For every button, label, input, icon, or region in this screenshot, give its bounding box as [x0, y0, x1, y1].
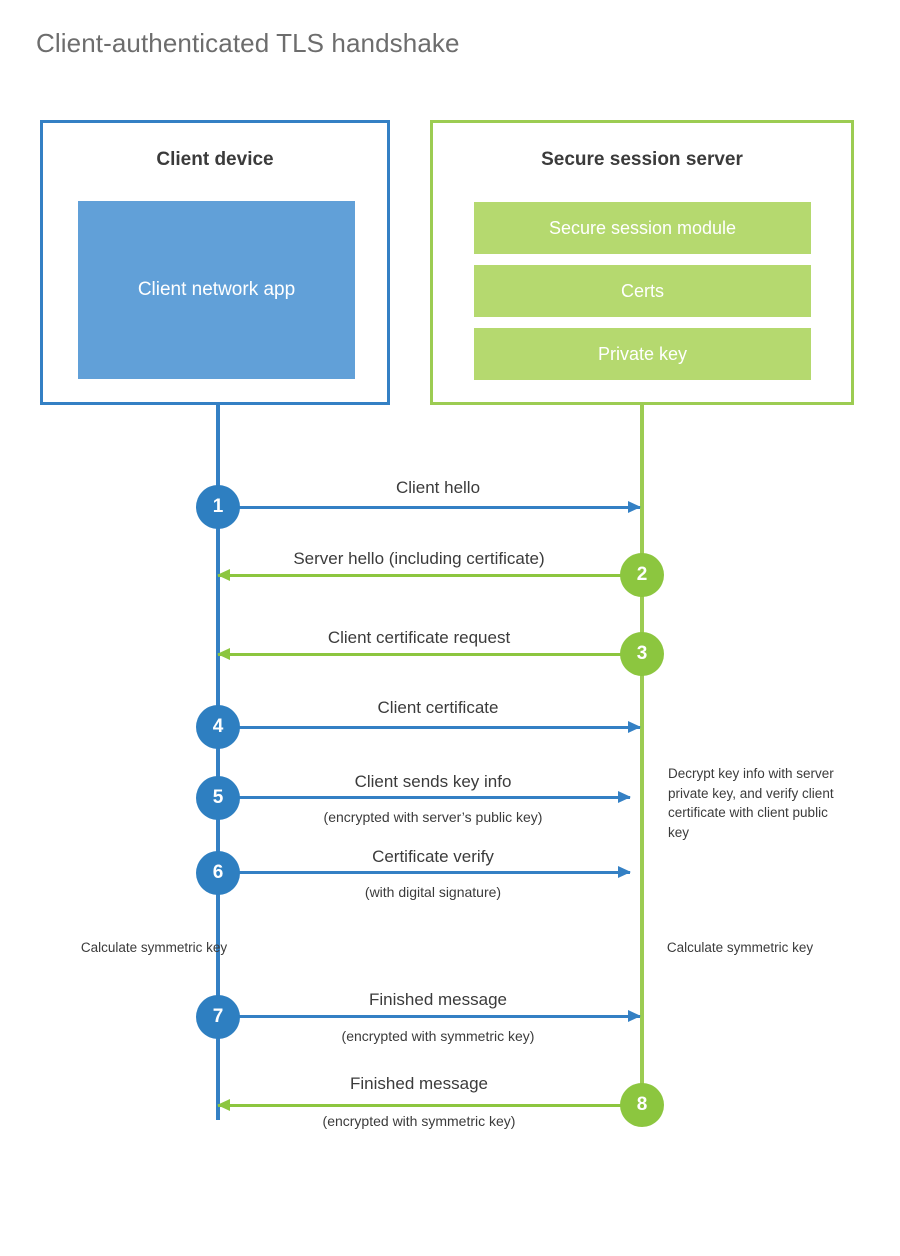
step-circle-4[interactable]: 4: [196, 705, 240, 749]
step-2-arrow: [217, 569, 622, 581]
step-circle-3[interactable]: 3: [620, 632, 664, 676]
step-6-label: Certificate verify: [372, 847, 494, 866]
arrowhead-right-icon: [618, 791, 631, 803]
step-circle-2-number: 2: [636, 564, 648, 585]
step-7-sublabel: (encrypted with symmetric key): [341, 1028, 535, 1044]
arrowhead-right-icon: [628, 721, 641, 733]
step-4-arrow: [238, 721, 641, 733]
step-circle-7[interactable]: 7: [196, 995, 240, 1039]
secure-session-server-box: Secure session server Secure session mod…: [430, 120, 854, 405]
step-7-arrow: [238, 1010, 641, 1022]
step-5-sublabel: (encrypted with server’s public key): [323, 809, 543, 825]
step-circle-7-number: 7: [212, 1006, 224, 1027]
step-circle-6-number: 6: [212, 862, 224, 883]
client-lifeline: [216, 405, 220, 1120]
step-circle-6[interactable]: 6: [196, 851, 240, 895]
step-1-arrow: [238, 501, 641, 513]
arrowhead-left-icon: [217, 648, 230, 660]
step-circle-8-number: 8: [636, 1094, 648, 1115]
step-circle-1-number: 1: [212, 496, 224, 517]
arrowhead-left-icon: [217, 569, 230, 581]
step-4-label: Client certificate: [377, 698, 499, 717]
step-circle-5[interactable]: 5: [196, 776, 240, 820]
step-circle-2[interactable]: 2: [620, 553, 664, 597]
step-5-label: Client sends key info: [354, 772, 512, 791]
step-circle-8[interactable]: 8: [620, 1083, 664, 1127]
secure-session-server-title: Secure session server: [541, 149, 743, 170]
client-calculate-symmetric-key-note: Calculate symmetric key: [80, 940, 228, 955]
client-network-app-block: Client network app: [78, 201, 355, 379]
server-module-certs: Certs: [474, 265, 811, 317]
server-module-private-key: Private key: [474, 328, 811, 380]
server-calculate-symmetric-key-note: Calculate symmetric key: [666, 940, 814, 955]
server-module-secure-session-module: Secure session module: [474, 202, 811, 254]
step-circle-3-number: 3: [636, 643, 648, 664]
step-6-sublabel: (with digital signature): [364, 884, 502, 900]
step-8-arrow: [217, 1099, 622, 1111]
step-8-label: Finished message: [350, 1074, 488, 1093]
step-circle-1[interactable]: 1: [196, 485, 240, 529]
client-device-title: Client device: [156, 149, 274, 170]
step-6-arrow: [238, 866, 631, 878]
arrowhead-left-icon: [217, 1099, 230, 1111]
step-1-label: Client hello: [395, 478, 481, 497]
step-circle-4-number: 4: [212, 716, 224, 737]
server-lifeline: [640, 405, 644, 1107]
step-2-label: Server hello (including certificate): [293, 549, 545, 568]
step-7-label: Finished message: [369, 990, 507, 1009]
step-3-label: Client certificate request: [327, 628, 511, 647]
client-device-box: Client device Client network app: [40, 120, 390, 405]
step-8-sublabel: (encrypted with symmetric key): [322, 1113, 516, 1129]
arrowhead-right-icon: [618, 866, 631, 878]
step-5-arrow: [238, 791, 631, 803]
page-title: Client-authenticated TLS handshake: [36, 28, 460, 58]
step-circle-5-number: 5: [212, 787, 224, 808]
arrowhead-right-icon: [628, 501, 641, 513]
step-3-arrow: [217, 648, 622, 660]
server-decrypt-note: Decrypt key info with server private key…: [668, 766, 834, 840]
arrowhead-right-icon: [628, 1010, 641, 1022]
